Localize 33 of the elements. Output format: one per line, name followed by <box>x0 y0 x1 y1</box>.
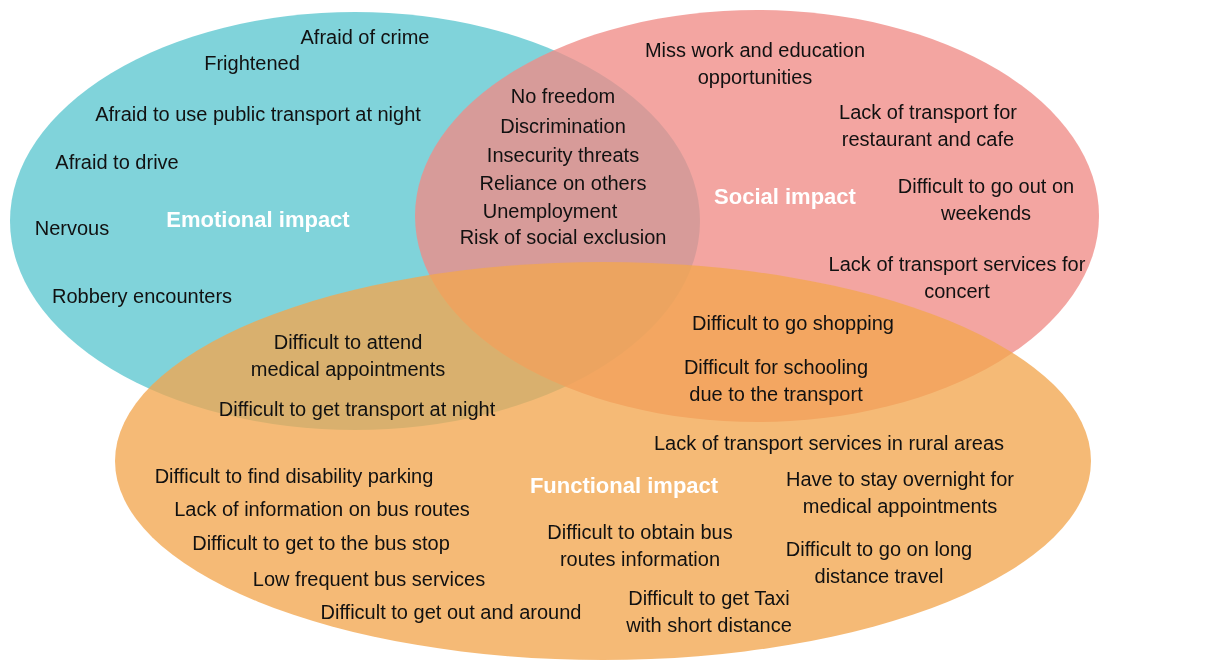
impact-text: Difficult to get out and around <box>320 599 582 625</box>
impact-text: Lack of transport services in rural areas <box>653 430 1005 456</box>
impact-text: Afraid to use public transport at night <box>95 101 421 127</box>
impact-text: Difficult to get to the bus stop <box>192 530 450 556</box>
impact-text: Difficult to get Taxi with short distance <box>625 586 793 638</box>
impact-text: Nervous <box>34 215 110 241</box>
impact-text: Frightened <box>204 50 300 76</box>
impact-text: Afraid to drive <box>55 149 179 175</box>
impact-text: Difficult to go shopping <box>692 310 894 336</box>
category-title: Functional impact <box>529 473 719 499</box>
category-title: Emotional impact <box>166 207 350 233</box>
impact-text: Lack of transport services for concert <box>827 252 1087 304</box>
impact-text: Difficult to find disability parking <box>154 463 434 489</box>
impact-text: Difficult to obtain bus routes information <box>546 520 734 572</box>
impact-text: Insecurity threats <box>486 142 640 168</box>
impact-text: Low frequent bus services <box>252 566 486 592</box>
impact-text: Difficult to attend medical appointments <box>249 330 447 382</box>
impact-text: Lack of transport for restaurant and cafe <box>838 100 1018 152</box>
impact-text: Difficult for schooling due to the transport <box>682 355 870 407</box>
impact-text: Difficult to go on long distance travel <box>784 537 974 589</box>
impact-text: Lack of information on bus routes <box>174 496 470 522</box>
impact-text: Discrimination <box>500 113 626 139</box>
impact-text: Difficult to get transport at night <box>218 396 496 422</box>
category-title: Social impact <box>714 184 856 210</box>
impact-text: Miss work and education opportunities <box>643 38 867 90</box>
impact-text: Reliance on others <box>479 170 647 196</box>
impact-text: Have to stay overnight for medical appointments <box>785 467 1015 519</box>
impact-text: Unemployment <box>482 198 618 224</box>
impact-text: Robbery encounters <box>51 283 233 309</box>
impact-text: Difficult to go out on weekends <box>896 174 1076 226</box>
impact-text: Afraid of crime <box>300 24 430 50</box>
impact-text: No freedom <box>510 83 616 109</box>
impact-text: Risk of social exclusion <box>459 224 667 250</box>
